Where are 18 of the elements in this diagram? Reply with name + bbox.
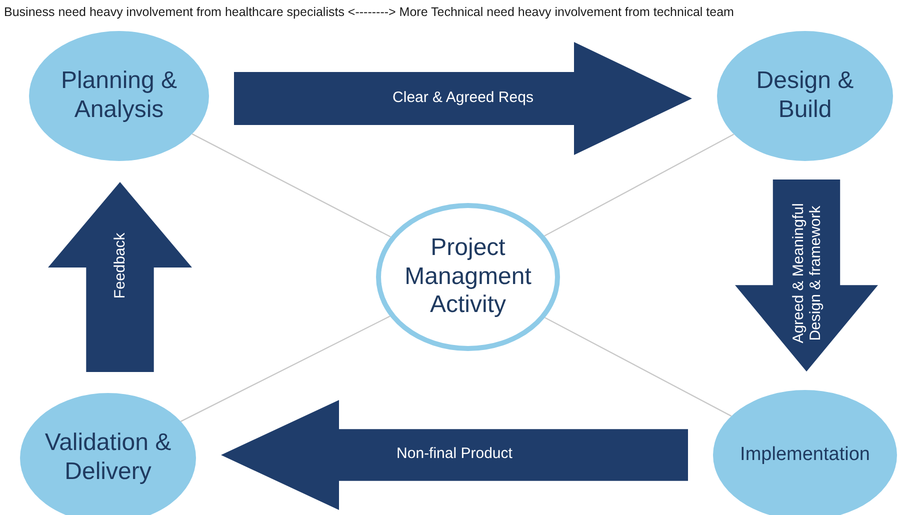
node-label: Design & Build — [755, 67, 855, 125]
edge-label: Agreed & Meaningful Design & framework — [789, 202, 824, 346]
title: Business need heavy involvement from healthcare specialists <--------> More Technical need heavy involvement from technical team — [4, 5, 734, 21]
connector-line — [192, 133, 391, 238]
node-label: Validation & Delivery — [44, 429, 172, 487]
edge-label: Clear & Agreed Reqs — [392, 88, 534, 108]
connector-line — [180, 316, 390, 422]
connector-line — [544, 317, 732, 417]
node-label: Implementation — [739, 444, 871, 466]
connector-line — [544, 134, 734, 236]
block-arrow — [221, 400, 688, 510]
node-label: Planning & Analysis — [60, 67, 178, 125]
block-arrow — [234, 42, 692, 155]
node-label: Project Managment Activity — [404, 234, 532, 320]
edge-label: Feedback — [111, 232, 129, 301]
block-arrow — [735, 180, 878, 372]
edge-label: Non-final Product — [396, 445, 514, 464]
block-arrow — [48, 182, 192, 372]
